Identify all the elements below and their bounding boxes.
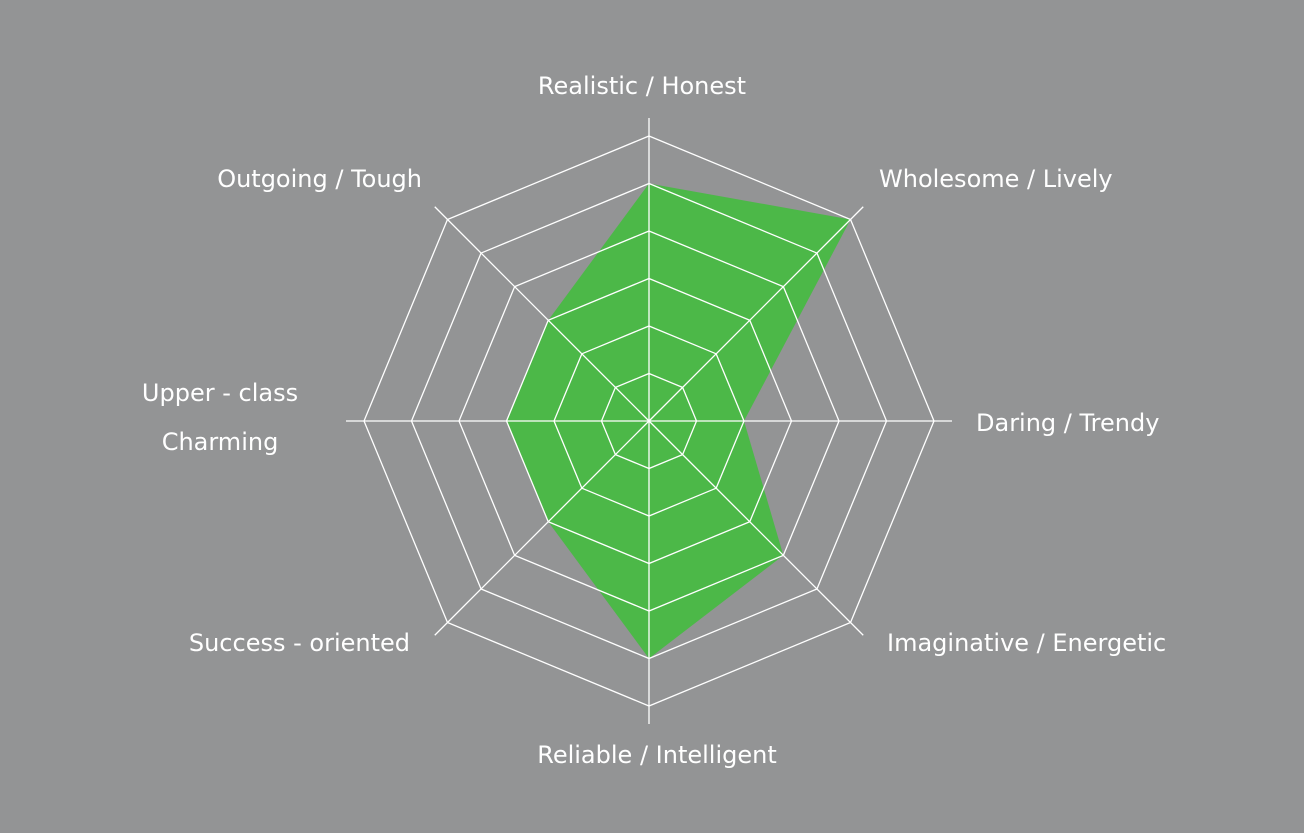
axis-label-3: Imaginative / Energetic: [887, 629, 1166, 657]
axis-spoke-3: [648, 420, 864, 636]
axis-label-4: Reliable / Intelligent: [537, 741, 777, 769]
axis-label-1-line-0: Wholesome / Lively: [879, 165, 1113, 193]
axis-label-0-line-0: Realistic / Honest: [538, 72, 746, 100]
axis-spoke-7: [434, 206, 650, 422]
axis-spoke-1: [648, 206, 864, 422]
axis-label-5: Success - oriented: [189, 629, 410, 657]
axis-label-5-line-0: Success - oriented: [189, 629, 410, 657]
axis-label-4-line-0: Reliable / Intelligent: [537, 741, 777, 769]
axis-label-1: Wholesome / Lively: [879, 165, 1113, 193]
axis-label-7-line-0: Outgoing / Tough: [217, 165, 422, 193]
axis-label-2-line-0: Daring / Trendy: [976, 409, 1159, 437]
axis-label-6-line-0: Upper - class: [142, 379, 298, 407]
axis-label-3-line-0: Imaginative / Energetic: [887, 629, 1166, 657]
axis-label-6-line-1: Charming: [162, 428, 279, 456]
axis-label-2: Daring / Trendy: [976, 409, 1159, 437]
axis-label-7: Outgoing / Tough: [217, 165, 422, 193]
axis-label-0: Realistic / Honest: [538, 72, 746, 100]
axis-spoke-5: [434, 420, 650, 636]
